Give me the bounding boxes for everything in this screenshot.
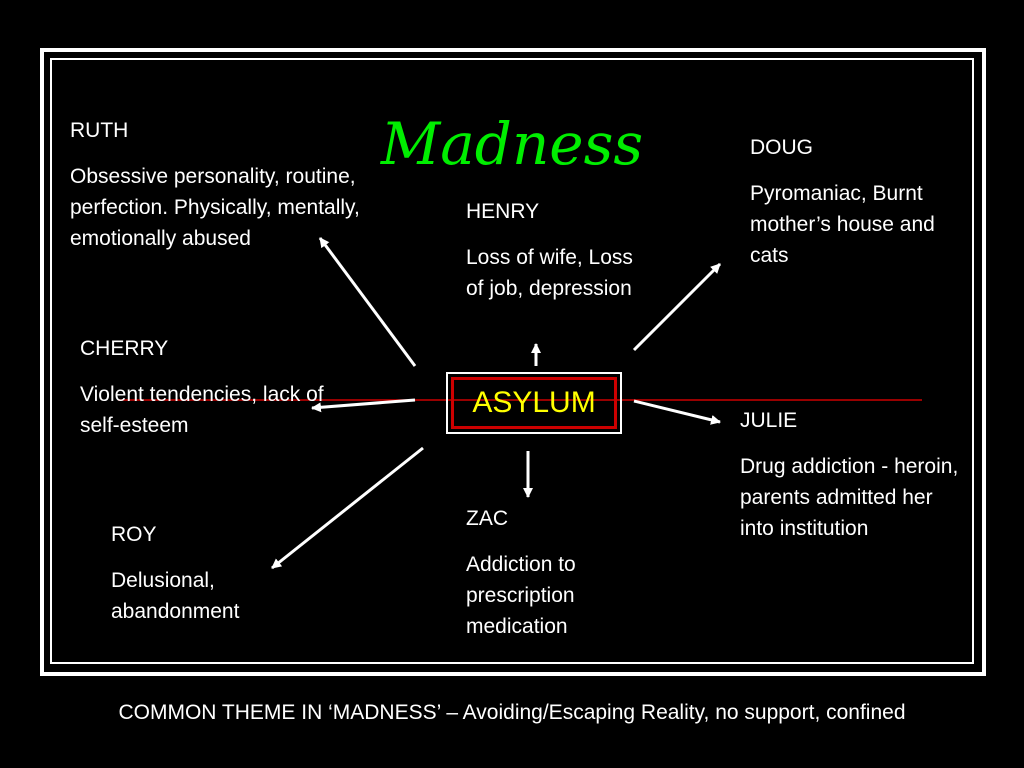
footer-caption: COMMON THEME IN ‘MADNESS’ – Avoiding/Esc… bbox=[118, 701, 906, 724]
arrow-to-roy bbox=[271, 446, 424, 570]
node-name: ZAC bbox=[466, 507, 508, 530]
node-name: RUTH bbox=[70, 119, 129, 142]
node-description: Obsessive personality, routine, perfecti… bbox=[70, 165, 360, 250]
node-description: Loss of wife, Loss of job, depression bbox=[466, 246, 633, 300]
diagram-title: Madness bbox=[380, 110, 644, 178]
asylum-label: ASYLUM bbox=[451, 377, 617, 429]
node-name: JULIE bbox=[740, 409, 798, 432]
node-doug: DOUG Pyromaniac, Burnt mother’s house an… bbox=[750, 132, 970, 271]
arrow-to-doug bbox=[632, 262, 722, 352]
node-zac: ZAC Addiction to prescription medication bbox=[466, 503, 656, 642]
node-cherry: CHERRY Violent tendencies, lack of self-… bbox=[80, 333, 360, 441]
node-description: Violent tendencies, lack of self-esteem bbox=[80, 383, 324, 437]
node-roy: ROY Delusional, abandonment bbox=[111, 519, 331, 627]
arrow-to-cherry bbox=[311, 398, 416, 413]
node-description: Pyromaniac, Burnt mother’s house and cat… bbox=[750, 182, 935, 267]
node-julie: JULIE Drug addiction - heroin, parents a… bbox=[740, 405, 965, 544]
arrow-to-ruth bbox=[318, 237, 417, 367]
node-description: Drug addiction - heroin, parents admitte… bbox=[740, 455, 959, 540]
asylum-box: ASYLUM bbox=[446, 372, 622, 434]
node-name: HENRY bbox=[466, 200, 540, 223]
inner-frame bbox=[50, 58, 974, 664]
node-name: DOUG bbox=[750, 136, 813, 159]
node-description: Delusional, abandonment bbox=[111, 569, 240, 623]
node-henry: HENRY Loss of wife, Loss of job, depress… bbox=[466, 196, 656, 304]
node-description: Addiction to prescription medication bbox=[466, 553, 576, 638]
outer-frame bbox=[40, 48, 986, 676]
arrow-to-julie bbox=[633, 399, 721, 425]
node-ruth: RUTH Obsessive personality, routine, per… bbox=[70, 115, 360, 254]
node-name: CHERRY bbox=[80, 337, 169, 360]
node-name: ROY bbox=[111, 523, 157, 546]
